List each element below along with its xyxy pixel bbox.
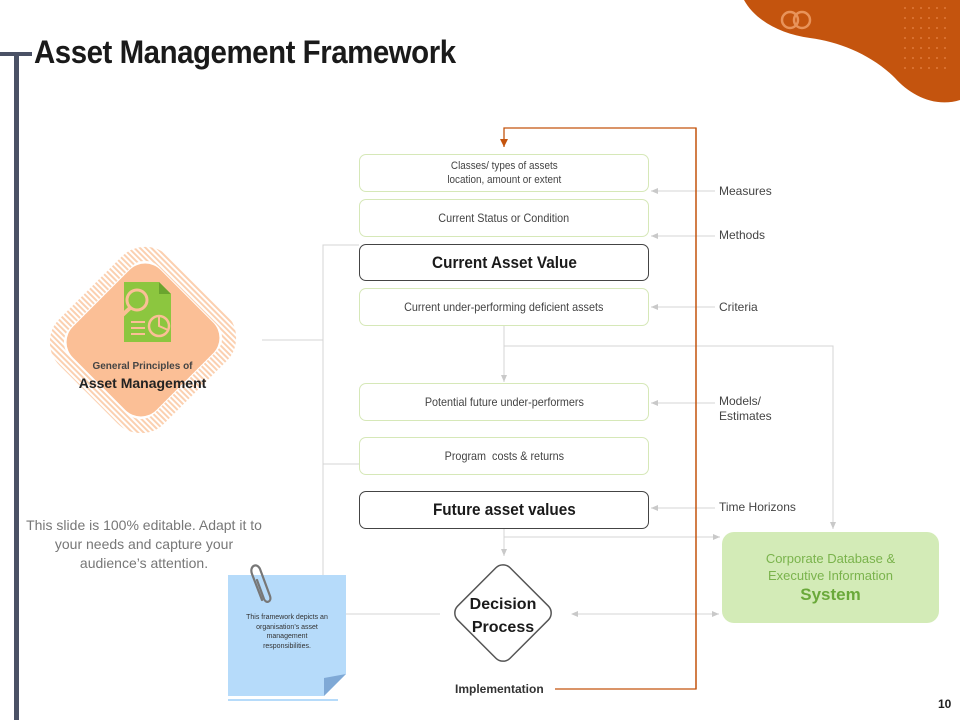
label-models-line2: Estimates: [719, 409, 772, 423]
sticky-note: [228, 575, 346, 696]
principles-diamond: [49, 246, 237, 434]
decision-diamond: [454, 564, 552, 662]
label-methods: Methods: [719, 228, 766, 242]
sticky-line2: organisation’s asset: [256, 623, 318, 631]
flow-box-potential-future: Potential future under-performers: [359, 383, 649, 421]
sticky-note-decor: [250, 564, 346, 696]
left-accent-bar: [14, 52, 19, 720]
flow-box-text: Current Asset Value: [431, 252, 577, 272]
flow-box-text: Current under-performing deficient asset…: [404, 300, 604, 314]
editable-line2: your needs and capture your: [54, 536, 234, 552]
decision-line2: Process: [471, 619, 535, 636]
sticky-line4: responsibilities.: [263, 642, 311, 650]
label-models-line1: Models/: [719, 394, 762, 408]
flow-box-text: Potential future under-performers: [424, 395, 584, 409]
sticky-line3: management: [266, 633, 308, 640]
decision-process-label: Decision Process: [447, 593, 559, 639]
flow-box-program-costs: Program costs & returns: [359, 437, 649, 475]
left-accent-bar-top: [0, 52, 32, 56]
decision-line1: Decision: [469, 596, 537, 613]
flow-box-asset-classes: Classes/ types of assets location, amoun…: [359, 154, 649, 192]
page-title: Asset Management Framework: [34, 34, 456, 70]
editable-note: This slide is 100% editable. Adapt it to…: [26, 516, 262, 573]
flow-box-text: Classes/ types of assets: [450, 160, 558, 172]
label-criteria: Criteria: [719, 300, 758, 314]
corporate-line1: Corporate Database &: [765, 551, 896, 566]
paperclip-icon: [250, 564, 272, 603]
label-measures: Measures: [719, 184, 772, 198]
document-analysis-icon: [113, 282, 171, 342]
sticky-note-shadow: [228, 699, 338, 701]
diamond-outer-ring: [49, 246, 237, 434]
page-number: 10: [938, 697, 952, 711]
flow-box-underperforming: Current under-performing deficient asset…: [359, 288, 649, 326]
editable-line1: This slide is 100% editable. Adapt it to: [26, 517, 262, 533]
principles-title: Asset Management: [78, 375, 207, 391]
corporate-line2: Executive Information: [767, 568, 893, 583]
label-models: Models/ Estimates: [719, 394, 772, 424]
corporate-line3: System: [800, 585, 861, 604]
flow-box-current-asset-value: Current Asset Value: [359, 244, 649, 281]
corporate-database-box: Corporate Database & Executive Informati…: [722, 532, 939, 623]
implementation-label: Implementation: [455, 682, 544, 696]
principles-subtitle: General Principles of: [92, 361, 193, 372]
flow-box-text: Future asset values: [432, 500, 576, 519]
to-corporate-arrow: [504, 345, 836, 529]
left-bracket-line: [322, 244, 359, 575]
flow-box-text: location, amount or extent: [447, 174, 561, 186]
flow-box-text: Current Status or Condition: [438, 211, 570, 225]
flow-box-future-asset-values: Future asset values: [359, 491, 649, 529]
editable-line3: audience’s attention.: [79, 555, 209, 571]
sticky-note-text: This framework depicts an organisation’s…: [234, 613, 340, 651]
flow-box-text: Program costs & returns: [444, 449, 564, 463]
label-time-horizons: Time Horizons: [719, 500, 796, 514]
flow-box-current-status: Current Status or Condition: [359, 199, 649, 237]
sticky-line1: This framework depicts an: [246, 614, 328, 621]
